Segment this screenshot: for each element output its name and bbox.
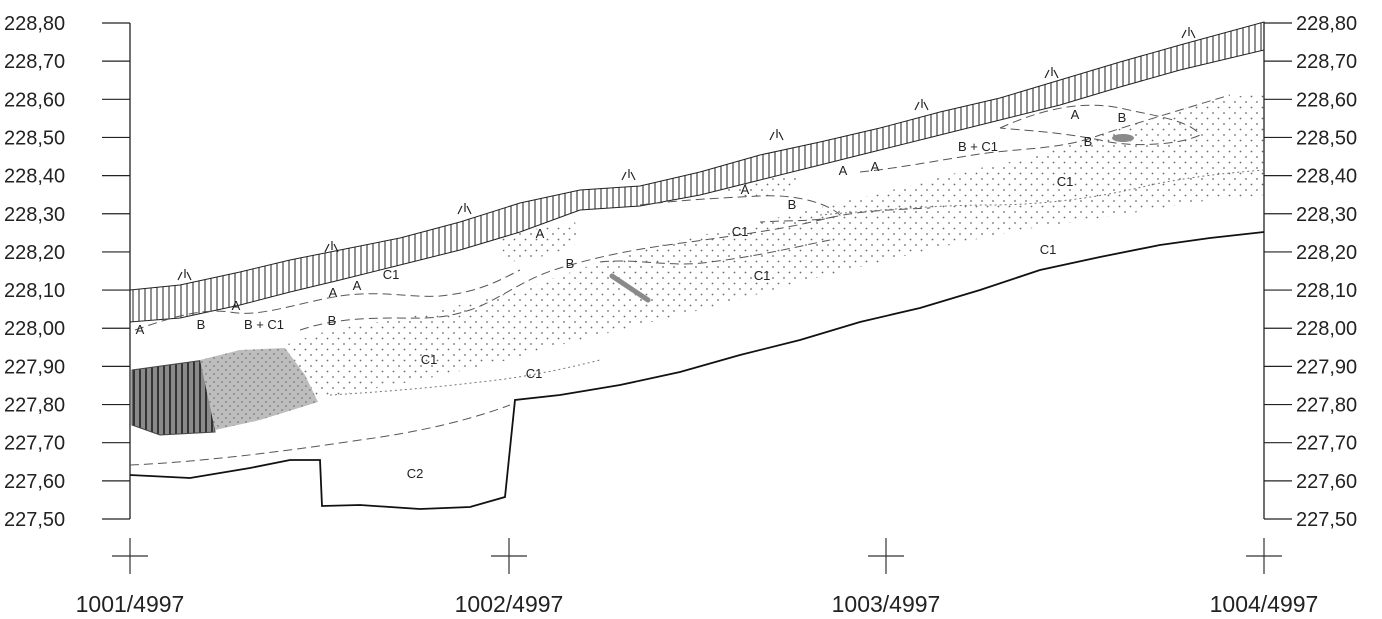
grey-inclusion-1: [609, 273, 651, 303]
layer-labels: A B A B + C1 B A A C1 C1 C1 C2 A B C1 C1…: [136, 107, 1127, 481]
boundary-line-2: [299, 207, 931, 331]
left-elevation-label: 228,10: [4, 280, 65, 302]
layer-label-b: B: [1118, 110, 1127, 125]
boundary-line-5: [859, 94, 1231, 173]
station-cross-1: [112, 538, 148, 574]
left-elevation-label: 228,80: [4, 13, 65, 35]
right-elevation-label: 228,60: [1296, 89, 1357, 111]
station-label-2: 1002/4997: [455, 591, 564, 617]
right-elevation-label: 227,60: [1296, 471, 1357, 493]
right-elevation-label: 228,40: [1296, 166, 1357, 188]
right-elevation-axis: 228,80 228,70 228,60 228,50 228,40 228,30 228,…: [1263, 13, 1357, 531]
layer-label-c1: C1: [754, 268, 771, 283]
layer-label-a: A: [353, 278, 362, 293]
station-label-1: 1001/4997: [76, 591, 185, 617]
boundary-line-1: [134, 269, 521, 331]
layer-label-c1: C1: [1057, 174, 1074, 189]
boundary-line-7: [129, 404, 511, 466]
right-elevation-label: 227,50: [1296, 509, 1357, 531]
station-cross-4: [1246, 538, 1282, 574]
left-elevation-label: 227,90: [4, 356, 65, 378]
station-cross-3: [868, 538, 904, 574]
layer-label-a: A: [871, 159, 880, 174]
left-elevation-label: 227,80: [4, 395, 65, 417]
stipple-patch-a-mid: [720, 175, 800, 198]
left-elevation-label: 228,20: [4, 242, 65, 264]
layer-label-a: A: [136, 322, 145, 337]
left-elevation-label: 228,40: [4, 166, 65, 188]
right-elevation-label: 228,00: [1296, 318, 1357, 340]
right-elevation-label: 227,80: [1296, 395, 1357, 417]
grey-inclusion-2: [1112, 134, 1134, 142]
left-elevation-label: 228,70: [4, 51, 65, 73]
layer-label-c2: C2: [407, 466, 424, 481]
boundary-dotted-1: [329, 359, 601, 396]
station-markers: [112, 538, 1282, 574]
right-elevation-label: 227,90: [1296, 356, 1357, 378]
layer-label-b: B: [788, 197, 797, 212]
layer-label-a: A: [232, 298, 241, 313]
right-elevation-label: 228,50: [1296, 127, 1357, 149]
layer-label-c1: C1: [1040, 242, 1057, 257]
right-elevation-label: 227,70: [1296, 433, 1357, 455]
layer-label-b-c1: B + C1: [958, 139, 998, 154]
right-elevation-label: 228,70: [1296, 51, 1357, 73]
left-elevation-label: 228,00: [4, 318, 65, 340]
stipple-patch-a-left: [495, 222, 580, 262]
layer-label-a: A: [536, 226, 545, 241]
station-label-4: 1004/4997: [1210, 591, 1319, 617]
c1-stipple-zone: [285, 93, 1264, 400]
layer-label-b-c1: B + C1: [244, 317, 284, 332]
left-elevation-label: 227,50: [4, 509, 65, 531]
right-elevation-label: 228,80: [1296, 13, 1357, 35]
grey-stippled-feature: [200, 348, 318, 430]
topsoil-hatch-layer: [129, 21, 1265, 323]
layer-label-b: B: [328, 313, 337, 328]
left-elevation-label: 228,60: [4, 89, 65, 111]
station-label-3: 1003/4997: [832, 591, 941, 617]
boundary-line-4: [639, 195, 841, 223]
left-elevation-label: 227,70: [4, 433, 65, 455]
layer-label-c1: C1: [421, 352, 438, 367]
left-elevation-axis: 228,80 228,70 228,60 228,50 228,40 228,30 228,…: [4, 13, 131, 531]
layer-label-b: B: [566, 256, 575, 271]
layer-label-c1: C1: [383, 267, 400, 282]
left-elevation-label: 227,60: [4, 471, 65, 493]
layer-label-c1: C1: [526, 366, 543, 381]
layer-label-a: A: [1071, 107, 1080, 122]
layer-label-c1: C1: [732, 224, 749, 239]
right-elevation-label: 228,10: [1296, 280, 1357, 302]
boundary-dotted-2: [819, 169, 1265, 216]
station-cross-2: [491, 538, 527, 574]
boundary-line-3: [599, 239, 831, 265]
right-elevation-label: 228,20: [1296, 242, 1357, 264]
excavation-base-line: [129, 231, 1265, 510]
layer-label-b: B: [1084, 134, 1093, 149]
layer-label-a: A: [741, 182, 750, 197]
surface-vegetation-marks: [177, 27, 1196, 281]
right-elevation-label: 228,30: [1296, 204, 1357, 226]
layer-label-a: A: [839, 163, 848, 178]
left-elevation-label: 228,50: [4, 127, 65, 149]
layer-label-a: A: [329, 285, 338, 300]
dark-hatched-feature: [131, 359, 216, 436]
layer-label-b: B: [197, 317, 206, 332]
left-elevation-label: 228,30: [4, 204, 65, 226]
